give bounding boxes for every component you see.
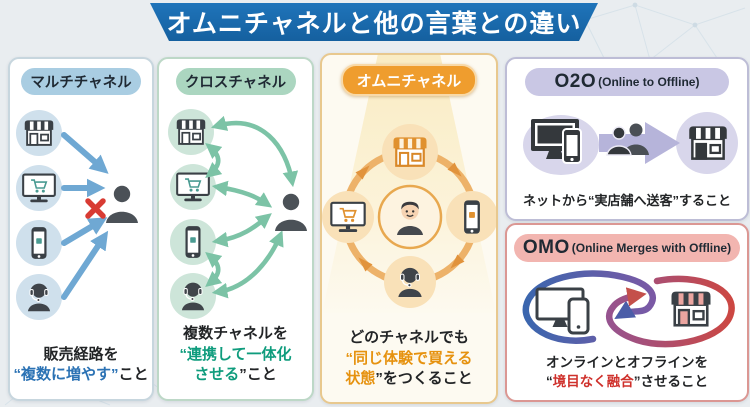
panel-o2o: O2O (Online to Offline) xyxy=(505,57,749,221)
merge-loop-arrows-icon xyxy=(522,270,735,348)
multichannel-diagram xyxy=(16,110,138,320)
crosschannel-diagram xyxy=(168,109,307,319)
page-title: オムニチャネルと他の言葉との違い xyxy=(166,10,582,38)
app-icon xyxy=(185,226,201,258)
customer-icon xyxy=(275,193,307,231)
crosschannel-label: クロスチャネル xyxy=(175,68,296,95)
customer-icon xyxy=(106,185,138,223)
store-icon xyxy=(176,119,206,144)
store-icon xyxy=(24,120,54,145)
multichannel-label: マルチチャネル xyxy=(21,68,141,95)
omo-label-sub: (Online Merges with Offline) xyxy=(571,241,732,255)
o2o-label-main: O2O xyxy=(554,71,597,92)
o2o-caption: ネットから“実店舗へ送客”すること xyxy=(522,193,731,209)
users-icon xyxy=(606,123,649,156)
devices-icon xyxy=(531,119,582,164)
app-icon xyxy=(464,200,480,234)
omo-label-main: OMO xyxy=(522,237,570,258)
store-icon xyxy=(671,291,711,326)
omo-diagram xyxy=(522,270,735,348)
store-icon xyxy=(689,126,727,159)
omo-caption: オンラインとオフラインを“境目なく融合”させること xyxy=(546,355,708,390)
circular-arrowheads xyxy=(355,162,465,272)
panel-omo: OMO (Online Merges with Offline) オンラインとオ… xyxy=(505,223,749,402)
crosschannel-caption: 複数チャネルを“連携して一体化させる”こと xyxy=(179,324,292,384)
o2o-label-sub: (Online to Offline) xyxy=(598,75,700,89)
multichannel-caption: 販売経路を“複数に増やす”こと xyxy=(13,345,149,384)
right-arrow-icon xyxy=(599,122,680,164)
o2o-diagram xyxy=(523,112,738,175)
omnichannel-caption: どのチャネルでも“同じ体験で買える状態”をつくること xyxy=(345,328,473,388)
panel-multichannel: マルチチャネル xyxy=(8,57,154,401)
omnichannel-diagram xyxy=(322,124,496,308)
devices-icon xyxy=(535,287,590,335)
title-banner: オムニチャネルと他の言葉との違い xyxy=(150,3,598,41)
omnichannel-label: オムニチャネル xyxy=(341,64,477,96)
omo-label: OMO (Online Merges with Offline) xyxy=(514,234,740,262)
app-icon xyxy=(31,227,47,259)
store-icon xyxy=(393,137,427,166)
panel-crosschannel: クロスチャネル xyxy=(157,57,314,401)
ng-cross-icon xyxy=(85,198,106,219)
cross-link-arrows xyxy=(205,115,299,299)
panel-omnichannel: オムニチャネル xyxy=(320,53,498,404)
channel-arrows xyxy=(61,132,109,300)
o2o-label: O2O (Online to Offline) xyxy=(525,68,729,96)
